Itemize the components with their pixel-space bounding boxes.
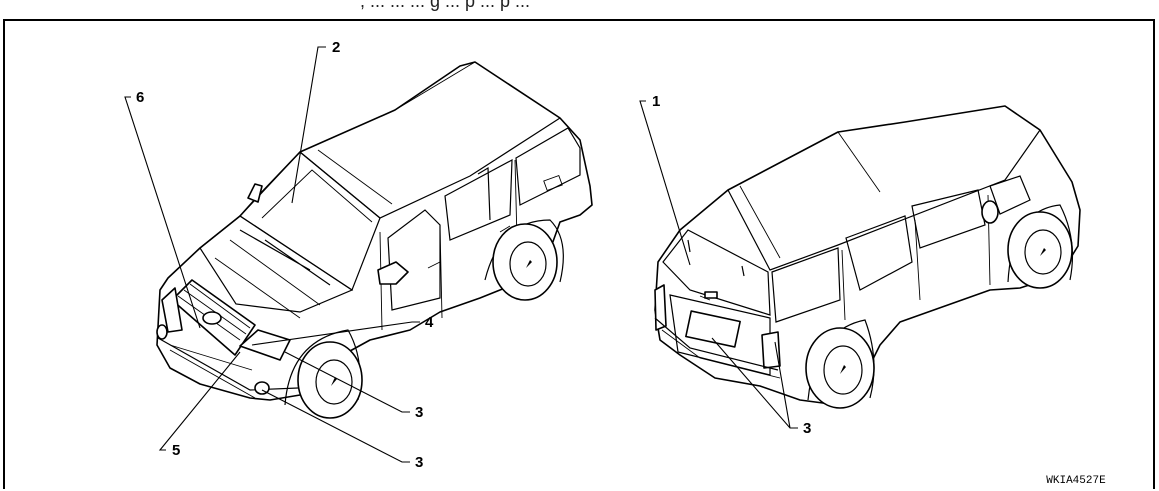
cropped-header-text: , ... ... ... g ... p ... p ...	[0, 0, 1159, 18]
figure-code: WKIA4527E	[1046, 475, 1106, 487]
vehicle-front-view	[156, 61, 593, 419]
leader-lines	[124, 46, 798, 463]
figure-frame	[3, 19, 1155, 489]
callout-2: 2	[332, 39, 340, 56]
callout-1: 1	[652, 93, 660, 110]
header-fragment: , ... ... ... g ... p ... p ...	[360, 0, 531, 11]
callout-5: 5	[172, 442, 180, 459]
callout-3-rear: 3	[803, 420, 811, 437]
callout-3-front-lower: 3	[415, 454, 423, 471]
callout-4: 4	[425, 314, 434, 331]
vehicle-rear-view	[654, 105, 1081, 409]
callout-6: 6	[136, 89, 144, 106]
callout-labels: 2 6 1 4 3 3 5 3	[136, 39, 811, 471]
callout-3-front-upper: 3	[415, 404, 423, 421]
